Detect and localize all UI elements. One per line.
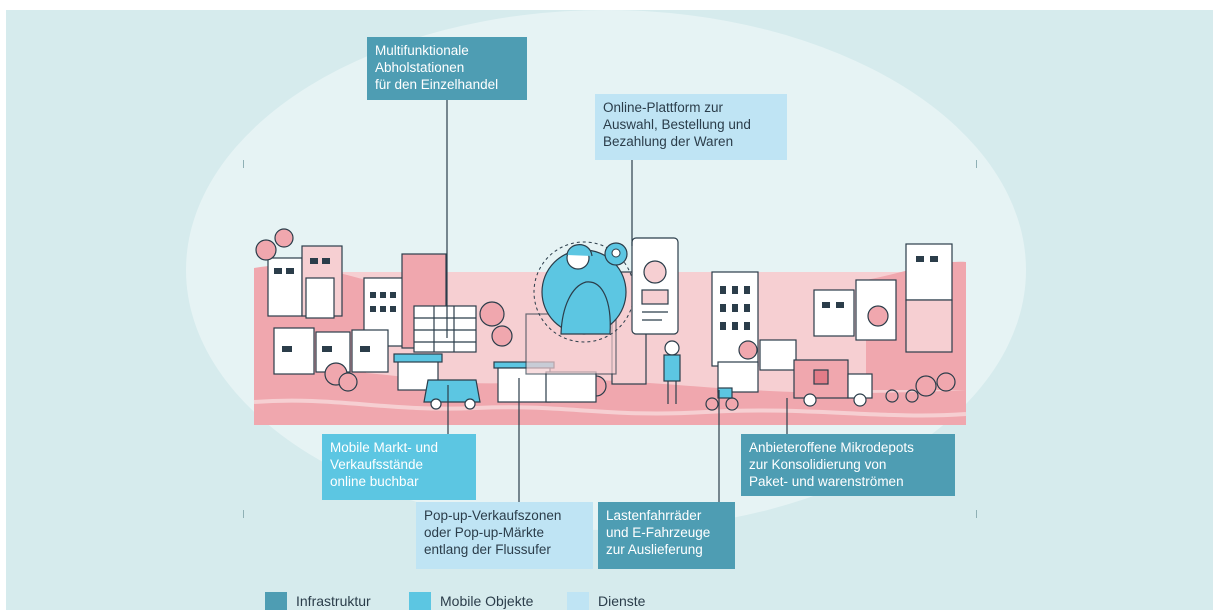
legend-label: Dienste	[598, 593, 646, 609]
legend-mobile-objekte: Mobile Objekte	[409, 592, 533, 610]
legend-infrastruktur: Infrastruktur	[265, 592, 371, 610]
callout-mikrodepots: Anbieteroffene Mikrodepots zur Konsolidi…	[741, 434, 955, 496]
callout-lastenfahrraeder: Lastenfahrräder und E-Fahrzeuge zur Ausl…	[598, 502, 735, 569]
tick-mark	[243, 510, 244, 518]
person-with-phone	[533, 241, 635, 343]
leader-lines	[446, 92, 788, 510]
callout-abholstationen: Multifunktionale Abholstationen für den …	[367, 37, 527, 100]
city-illustration	[186, 10, 1026, 530]
left-windows	[274, 258, 396, 352]
tick-mark	[976, 160, 977, 168]
legend-label: Infrastruktur	[296, 593, 371, 609]
legend-label: Mobile Objekte	[440, 593, 534, 609]
right-trees	[738, 305, 956, 397]
legend-swatch	[265, 592, 287, 610]
left-houses	[267, 245, 447, 375]
delivery-truck	[793, 359, 873, 407]
right-houses	[711, 243, 953, 393]
callout-popup-zonen: Pop-up-Verkaufszonen oder Pop-up-Märkte …	[416, 502, 593, 569]
pickup-station	[413, 305, 477, 353]
legend-dienste: Dienste	[567, 592, 645, 610]
cargo-bikes	[705, 387, 919, 411]
standing-person	[663, 340, 681, 404]
market-stalls	[393, 353, 597, 410]
legend-swatch	[409, 592, 431, 610]
tick-mark	[976, 510, 977, 518]
legend-swatch	[567, 592, 589, 610]
tick-mark	[243, 160, 244, 168]
right-windows	[720, 256, 938, 330]
tablet-device	[631, 237, 679, 335]
callout-online-plattform: Online-Plattform zur Auswahl, Bestellung…	[595, 94, 787, 160]
river-wave	[253, 398, 967, 418]
location-pin-icon	[604, 242, 628, 266]
callout-mobile-markt: Mobile Markt- und Verkaufsstände online …	[322, 434, 476, 500]
illustration-stage: Multifunktionale Abholstationen für den …	[6, 10, 1213, 610]
